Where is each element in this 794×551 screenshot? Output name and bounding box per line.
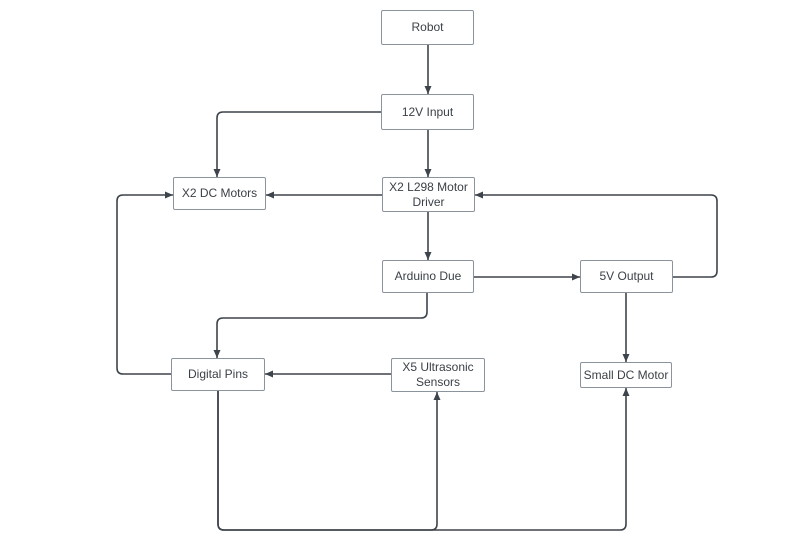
node-5v-output: 5V Output bbox=[580, 260, 673, 293]
node-5v-output-label: 5V Output bbox=[599, 269, 654, 283]
node-arduino-due-label: Arduino Due bbox=[394, 269, 462, 283]
node-ultrasonic-sensors-label: X5 Ultrasonic Sensors bbox=[402, 360, 474, 389]
node-12v-input-label: 12V Input bbox=[401, 104, 454, 119]
edge-digital-pins-to-small-dc-motor bbox=[217, 388, 630, 531]
node-robot-label: Robot bbox=[411, 20, 444, 34]
node-dc-motors-label: X2 DC Motors bbox=[181, 186, 258, 200]
node-robot: Robot bbox=[381, 10, 474, 45]
node-digital-pins: Digital Pins bbox=[171, 358, 265, 391]
node-dc-motors: X2 DC Motors bbox=[173, 177, 266, 210]
node-small-dc-motor: Small DC Motor bbox=[580, 362, 672, 388]
edge-12v-input-to-dc-motors bbox=[213, 111, 381, 177]
node-small-dc-motor-label: Small DC Motor bbox=[583, 367, 669, 382]
edge-digital-pins-to-dc-motors bbox=[116, 191, 173, 375]
node-ultrasonic-sensors: X5 Ultrasonic Sensors bbox=[391, 358, 485, 392]
edge-arduino-due-to-digital-pins bbox=[213, 293, 428, 358]
node-digital-pins-label: Digital Pins bbox=[187, 367, 249, 381]
node-motor-driver-label: X2 L298 Motor Driver bbox=[389, 179, 468, 209]
node-12v-input: 12V Input bbox=[381, 94, 474, 130]
node-arduino-due: Arduino Due bbox=[382, 260, 474, 293]
node-motor-driver: X2 L298 Motor Driver bbox=[382, 177, 475, 212]
edge-digital-pins-to-ultrasonic-sensors bbox=[217, 391, 441, 531]
edge-5v-output-to-motor-driver bbox=[475, 191, 718, 278]
